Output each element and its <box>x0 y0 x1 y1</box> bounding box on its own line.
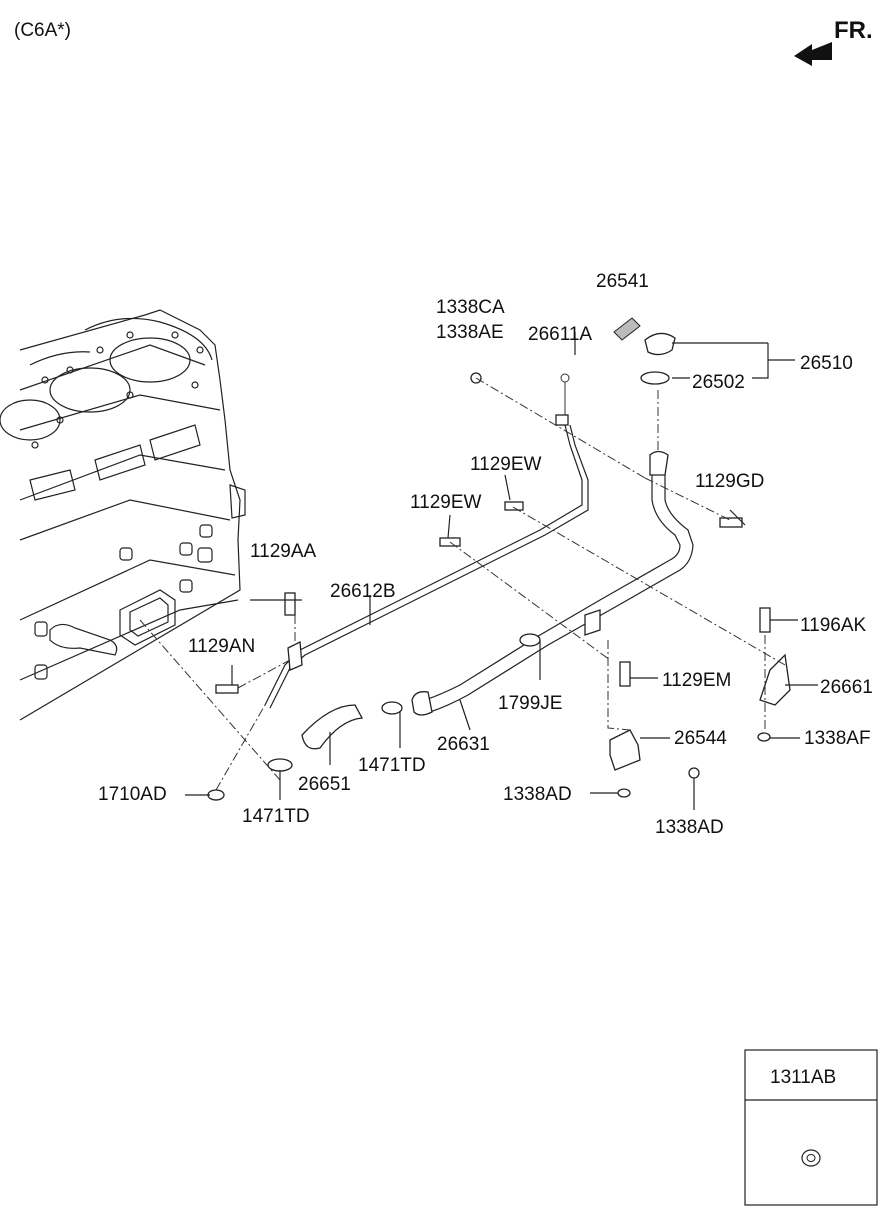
front-arrow-icon <box>794 42 832 66</box>
part-label-1799je: 1799JE <box>498 693 562 714</box>
part-label-1129em: 1129EM <box>662 670 731 691</box>
part-label-26651: 26651 <box>298 774 351 795</box>
part-label-26544: 26544 <box>674 728 727 749</box>
part-label-1710ad: 1710AD <box>98 784 167 805</box>
part-label-1338ca: 1338CA <box>436 297 505 318</box>
variant-code: (C6A*) <box>14 20 71 41</box>
front-direction-label: FR. <box>834 17 873 44</box>
part-label-26502: 26502 <box>692 372 745 393</box>
part-label-26612b: 26612B <box>330 581 396 602</box>
part-label-26661: 26661 <box>820 677 873 698</box>
part-label-1338ae: 1338AE <box>436 322 504 343</box>
legend-box: 1311AB <box>744 1049 878 1206</box>
part-label-1129aa: 1129AA <box>250 541 317 562</box>
part-labels: 26541 1338CA 1338AE 26611A 26510 26502 1… <box>98 271 873 838</box>
part-label-26541: 26541 <box>596 271 649 292</box>
nut-icon <box>801 1149 821 1167</box>
part-label-1129ew-lower: 1129EW <box>410 492 482 513</box>
engine-block-illustration <box>0 309 246 721</box>
part-label-1471td-right: 1471TD <box>358 755 426 776</box>
part-label-26510: 26510 <box>800 353 853 374</box>
leader-lines <box>185 332 818 810</box>
part-label-1338ad-left: 1338AD <box>503 784 572 805</box>
legend-box-code: 1311AB <box>770 1067 836 1088</box>
oil-filler-pipe-illustration <box>207 317 791 801</box>
part-label-26631: 26631 <box>437 734 490 755</box>
part-label-26611a: 26611A <box>528 324 592 345</box>
part-label-1129ew-upper: 1129EW <box>470 454 542 475</box>
part-label-1129gd: 1129GD <box>695 471 764 492</box>
part-label-1338af: 1338AF <box>804 728 871 749</box>
part-label-1471td-left: 1471TD <box>242 806 310 827</box>
part-label-1196ak: 1196AK <box>800 615 867 636</box>
reference-lines <box>139 377 786 791</box>
part-label-1338ad-right: 1338AD <box>655 817 724 838</box>
part-label-1129an: 1129AN <box>188 636 255 657</box>
